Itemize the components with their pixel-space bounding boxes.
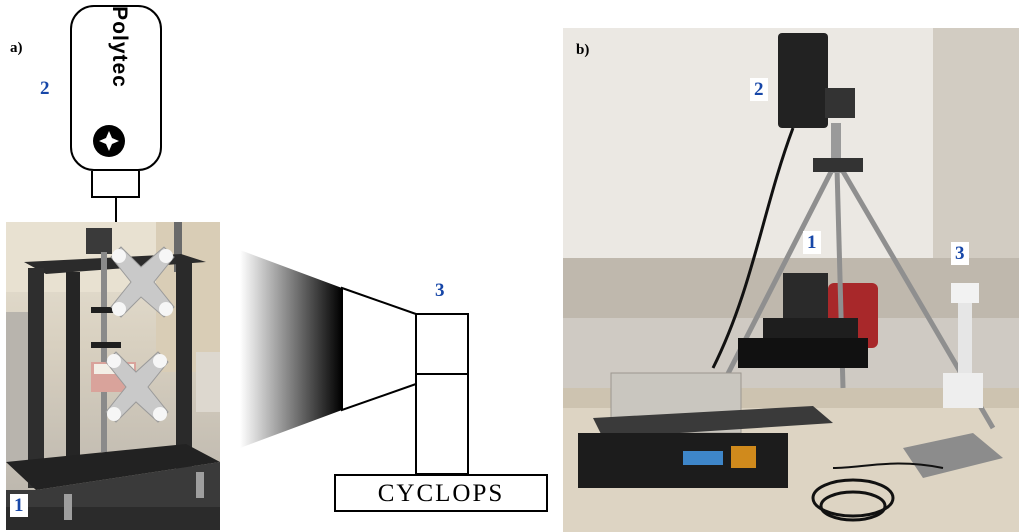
rig-number-b: 1 <box>803 231 821 254</box>
panel-a-label: a) <box>10 40 23 56</box>
vibrometer-number-a: 2 <box>40 78 50 99</box>
cyclops-label: CYCLOPS <box>334 474 548 512</box>
cyclops-device <box>341 286 469 475</box>
lab-setup-photo <box>563 28 1019 532</box>
cyclops-number-a: 3 <box>435 280 445 301</box>
rig-number-a: 1 <box>10 494 28 517</box>
vibrometer-number-b: 2 <box>750 78 768 101</box>
laser-beam-line <box>115 198 117 222</box>
cyclops-number-b: 3 <box>951 242 969 265</box>
polytec-logo-icon <box>93 125 125 157</box>
vibrometer-head: Polytec <box>70 5 162 171</box>
test-rig-photo <box>6 222 220 530</box>
vibrometer-brand: Polytec <box>108 6 131 88</box>
panel-b-label: b) <box>576 42 590 58</box>
vibrometer-lens-mount <box>91 171 140 198</box>
cyclops-illumination-beam <box>240 250 342 448</box>
